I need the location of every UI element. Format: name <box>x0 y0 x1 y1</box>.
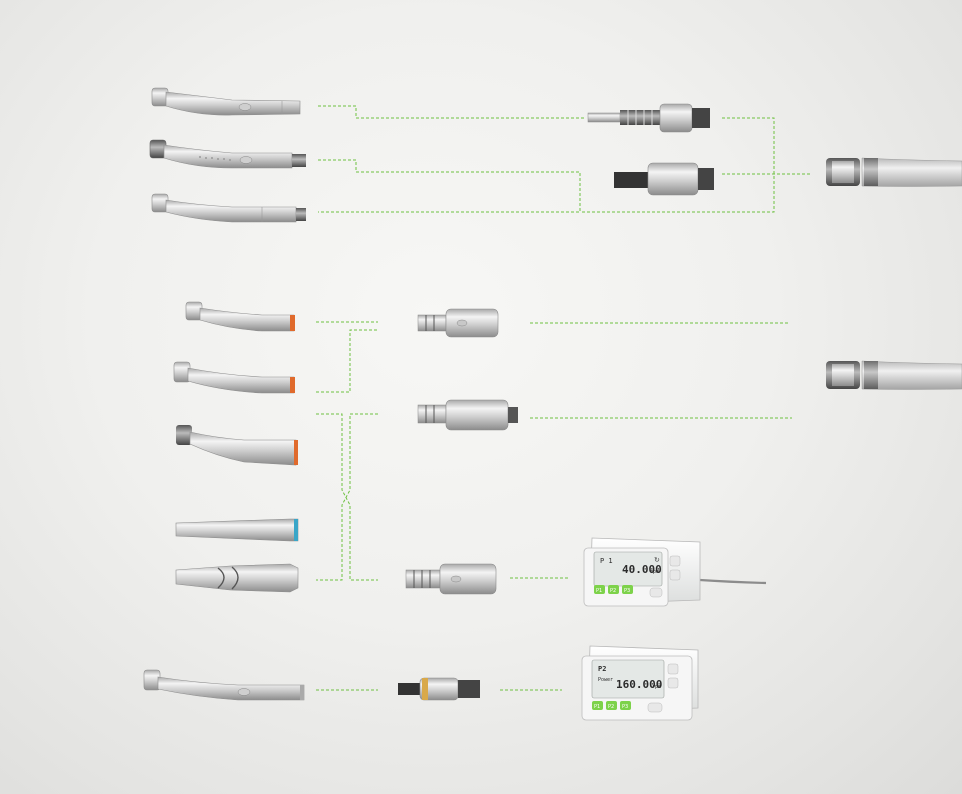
led-coupling <box>398 677 480 701</box>
connector-line <box>316 413 378 581</box>
unit-button-up[interactable] <box>667 663 679 675</box>
unit-button-p3-label: P3 <box>624 588 630 594</box>
contra-angle-handpiece-3 <box>176 425 298 466</box>
unit-button-p2-label: P2 <box>608 704 614 710</box>
unit-button-round[interactable] <box>647 702 663 713</box>
connector-line <box>316 329 378 393</box>
connector-line <box>316 413 378 581</box>
contra-angle-handpiece-1 <box>185 301 295 332</box>
unit-button-round[interactable] <box>649 587 663 598</box>
unit-button-p2[interactable] <box>608 585 619 594</box>
turbine-handpiece-1 <box>151 87 301 116</box>
unit-button-p3[interactable] <box>622 585 633 594</box>
turbine-handpiece-2 <box>149 139 306 169</box>
unit-button-down[interactable] <box>667 677 679 689</box>
unit-button-p1[interactable] <box>594 585 605 594</box>
lcd-rotation-icon: ↻ <box>654 556 660 564</box>
unit-button-p2[interactable] <box>606 701 617 710</box>
unit-button-p1[interactable] <box>592 701 603 710</box>
lcd-speed: 160.000 <box>616 678 662 691</box>
lcd-unit: rpm <box>652 684 661 690</box>
electric-motor-2 <box>417 399 518 431</box>
connector-line <box>318 159 581 213</box>
lcd-unit: rpm <box>650 569 659 575</box>
electric-motor-1 <box>417 308 499 338</box>
control-unit-1: P 1 40.000 rpm ↻ P1 P2 P3 <box>583 537 767 607</box>
straight-handpiece <box>175 518 299 542</box>
unit-button-p3[interactable] <box>620 701 631 710</box>
lcd-mode: Power <box>598 677 613 683</box>
straight-handpiece-nose-cone <box>175 563 299 593</box>
connector-lines <box>316 105 810 691</box>
unit-button-down[interactable] <box>669 569 681 581</box>
unit-button-up[interactable] <box>669 555 681 567</box>
control-unit-2: P2 Power 160.000 rpm P1 P2 P3 <box>581 645 699 721</box>
electric-motor-3 <box>405 563 497 595</box>
connector-line <box>580 117 775 213</box>
lcd-speed: 40.000 <box>622 563 662 576</box>
lcd-program: P 1 <box>600 557 613 565</box>
hose-connector-1 <box>826 157 962 187</box>
lcd-program: P2 <box>598 665 606 673</box>
unit-button-p1-label: P1 <box>596 588 602 594</box>
contra-angle-handpiece-2 <box>173 361 295 394</box>
turbine-handpiece-3 <box>151 193 306 223</box>
unit-button-p2-label: P2 <box>610 588 616 594</box>
hose-connector-2 <box>826 360 962 390</box>
connector-line <box>318 105 586 119</box>
turbine-handpiece-4 <box>143 669 305 701</box>
unit-button-p3-label: P3 <box>622 704 628 710</box>
quick-coupling-1 <box>587 103 710 133</box>
quick-coupling-2 <box>614 162 714 196</box>
unit-button-p1-label: P1 <box>594 704 600 710</box>
